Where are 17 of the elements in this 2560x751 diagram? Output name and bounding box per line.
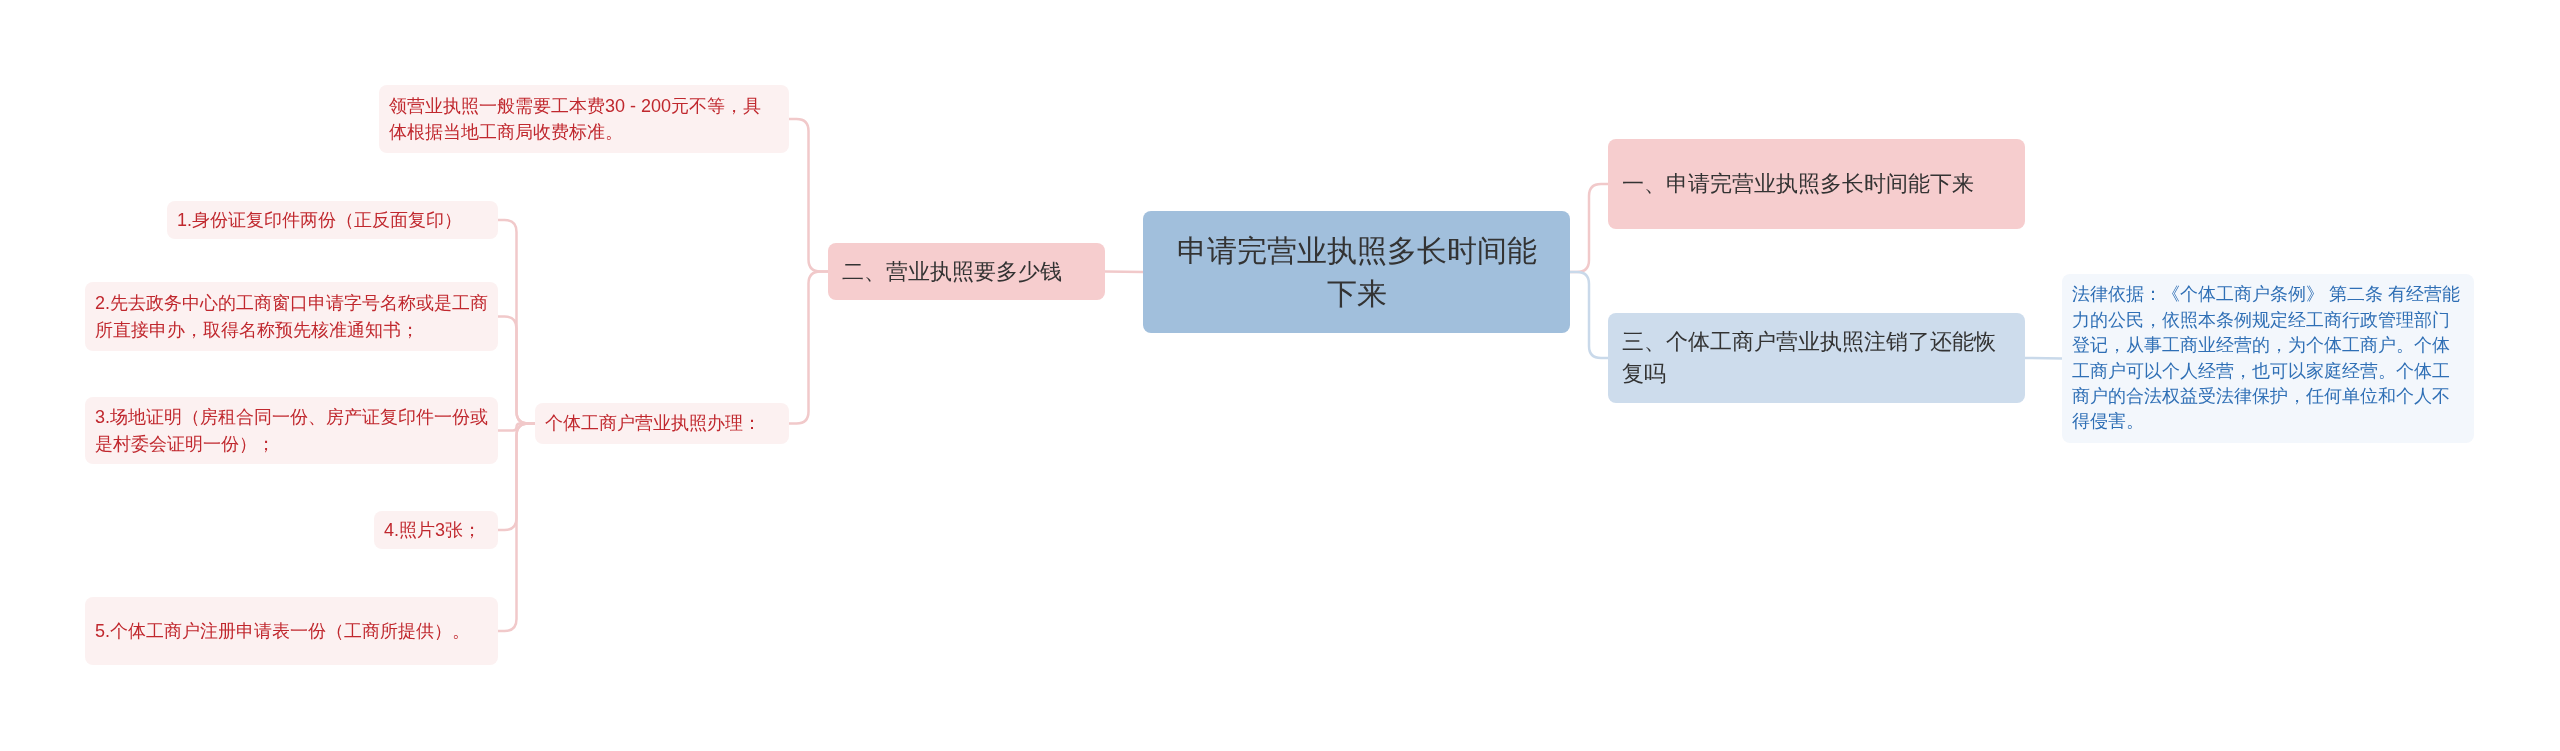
connector-line [2025,356,2062,360]
topic-box: 三、个体工商户营业执照注销了还能恢复吗 [1608,313,2025,403]
topic-box: 二、营业执照要多少钱 [828,243,1105,300]
central-topic-box: 申请完营业执照多长时间能下来 [1143,211,1570,333]
connector-line [789,270,828,425]
note-box: 3.场地证明（房租合同一份、房产证复印件一份或是村委会证明一份）； [85,397,498,464]
note-box: 1.身份证复印件两份（正反面复印） [167,201,498,240]
connector-line [498,422,535,633]
note-box: 4.照片3张； [374,511,498,550]
note-box: 法律依据：《个体工商户条例》 第二条 有经营能力的公民，依照本条例规定经工商行政管理部门登记，从事工商业经营的，为个体工商户。个体工商户可以个人经营，也可以家庭经营。个体工商户的合法权益受法律保护，任何单位和个人不得侵害。 [2062,274,2474,443]
connector-line [1105,270,1143,274]
note-box: 领营业执照一般需要工本费30 - 200元不等，具体根据当地工商局收费标准。 [379,85,789,153]
note-box: 2.先去政务中心的工商窗口申请字号名称或是工商所直接申办，取得名称预先核准通知书； [85,282,498,351]
note-box: 5.个体工商户注册申请表一份（工商所提供）。 [85,597,498,665]
topic-box: 一、申请完营业执照多长时间能下来 [1608,139,2025,229]
note-box: 个体工商户营业执照办理： [535,403,789,444]
connector-line [1570,270,1608,360]
